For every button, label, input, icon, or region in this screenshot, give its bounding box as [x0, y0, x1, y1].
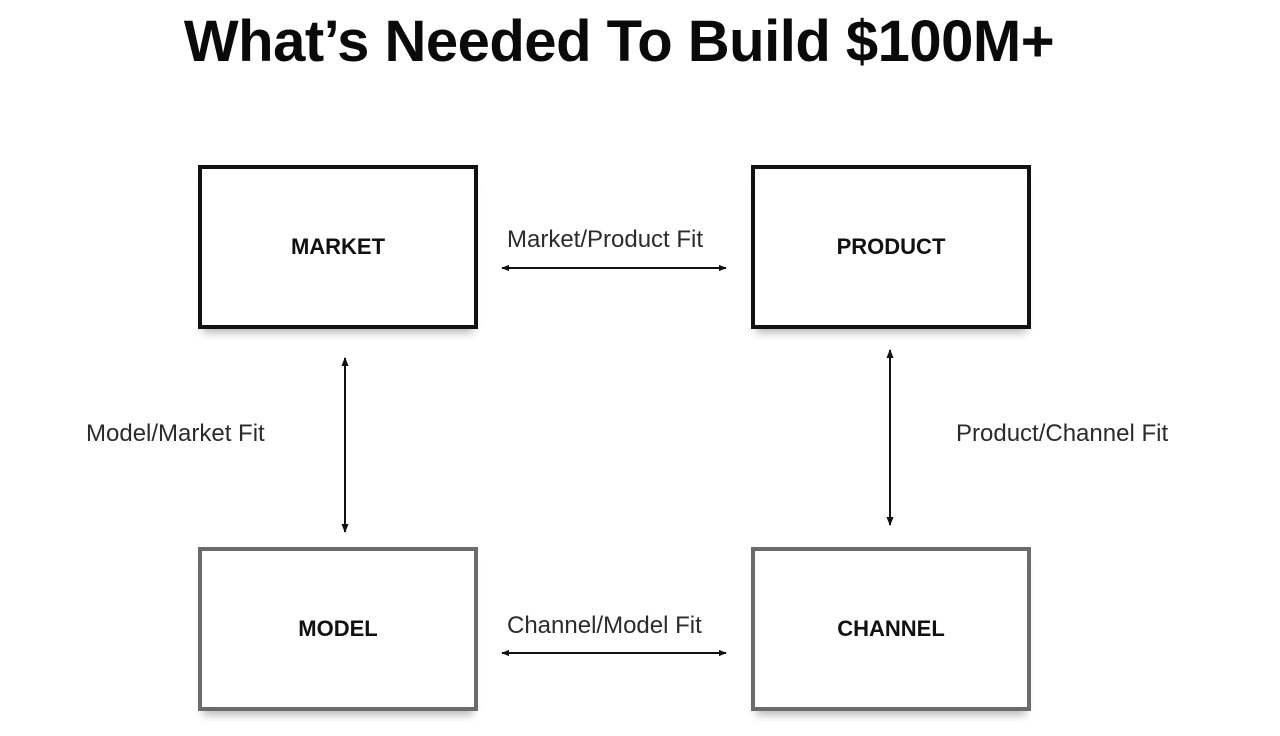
market-product-fit-label: Market/Product Fit — [507, 226, 704, 253]
channel-box: CHANNEL — [751, 547, 1031, 711]
channel-model-fit-label: Channel/Model Fit — [507, 612, 702, 639]
model-market-fit-label: Model/Market Fit — [86, 420, 265, 447]
model-box: MODEL — [198, 547, 478, 711]
market-box: MARKET — [198, 165, 478, 329]
product-channel-fit-label: Product/Channel Fit — [956, 420, 1169, 447]
product-box: PRODUCT — [751, 165, 1031, 329]
slide-title: What’s Needed To Build $100M+ — [183, 9, 1055, 74]
market-label: MARKET — [290, 234, 386, 259]
channel-label: CHANNEL — [837, 616, 945, 641]
model-label: MODEL — [298, 616, 378, 641]
product-label: PRODUCT — [836, 234, 946, 259]
